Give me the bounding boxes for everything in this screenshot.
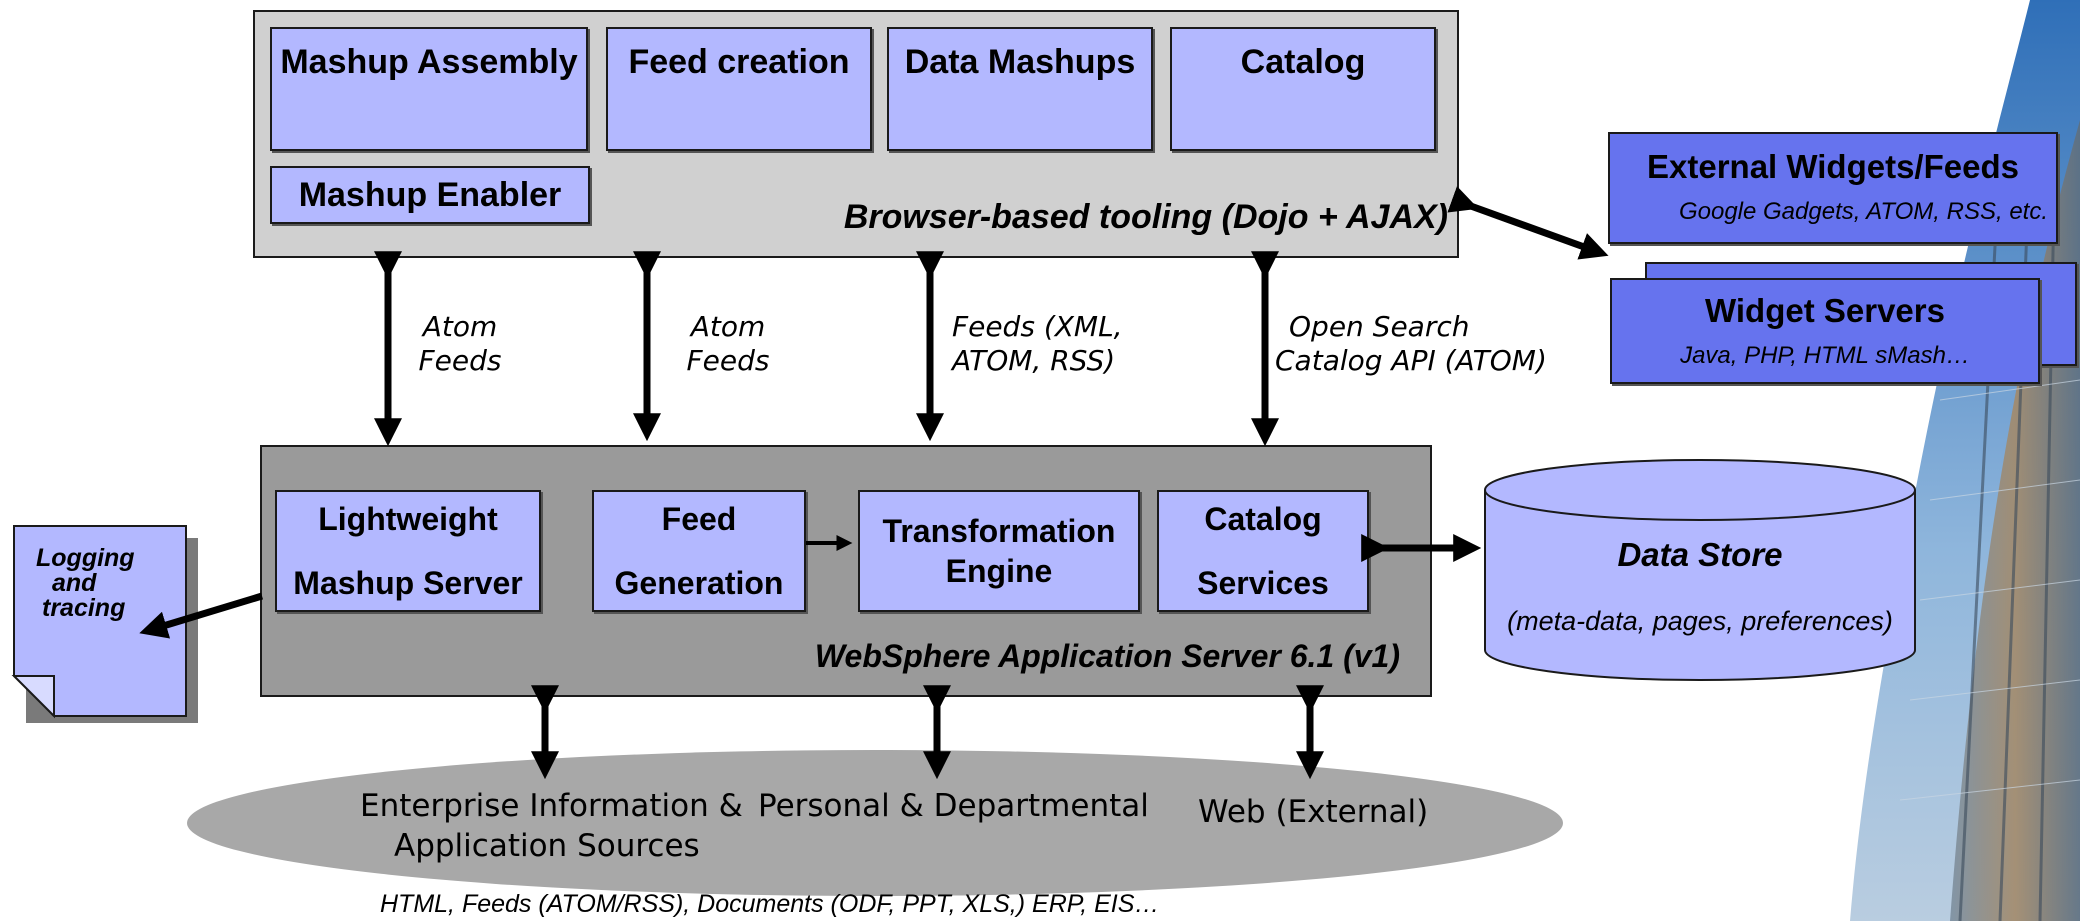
transformation-engine-box: Transformation Engine [858, 490, 1140, 612]
widget-servers-title: Widget Servers [1705, 292, 1945, 329]
connector-1-line-2: Feeds [418, 344, 502, 377]
connector-2-label: Atom Feeds [678, 310, 778, 378]
transformation-line-1: Transformation [882, 513, 1116, 549]
connector-2-line-1: Atom [690, 310, 766, 343]
enterprise-line-2: Application Sources [394, 828, 700, 864]
catalog-services-line-2: Services [1197, 565, 1329, 601]
mashup-enabler-box: Mashup Enabler [270, 166, 590, 224]
external-widgets-title: External Widgets/Feeds [1647, 148, 2019, 185]
logging-line-1: Logging [36, 544, 135, 572]
transformation-line-2: Engine [945, 553, 1053, 589]
connector-3-label: Feeds (XML, ATOM, RSS) [952, 310, 1172, 378]
connector-4-line-2: Catalog API (ATOM) [1275, 344, 1547, 377]
web-external-label: Web (External) [1198, 794, 1429, 830]
external-widgets-box: External Widgets/Feeds Google Gadgets, A… [1608, 132, 2058, 244]
connector-4-line-1: Open Search [1289, 310, 1470, 343]
lightweight-line-2: Mashup Server [293, 565, 523, 601]
personal-departmental-label: Personal & Departmental [758, 788, 1149, 824]
connector-1-line-1: Atom [422, 310, 498, 343]
data-store-subtitle: (meta-data, pages, preferences) [1507, 606, 1893, 636]
logging-label: Logging and tracing [36, 546, 176, 621]
enterprise-sources-label: Enterprise Information & Application Sou… [360, 786, 860, 866]
data-mashups-box: Data Mashups [887, 27, 1153, 151]
feed-creation-box: Feed creation [606, 27, 872, 151]
logging-line-2: and [52, 569, 97, 597]
widget-servers-box: Widget Servers Java, PHP, HTML sMash… [1610, 278, 2040, 384]
connector-2-line-2: Feeds [686, 344, 770, 377]
catalog-services-box: Catalog Services [1157, 490, 1369, 612]
lightweight-mashup-server-box: Lightweight Mashup Server [275, 490, 541, 612]
widget-servers-subtitle: Java, PHP, HTML sMash… [1680, 342, 1970, 369]
data-store-cylinder [1484, 459, 1916, 681]
tooling-caption: Browser-based tooling (Dojo + AJAX) [843, 198, 1448, 236]
enterprise-line-1: Enterprise Information & [360, 788, 743, 824]
feed-generation-line-2: Generation [614, 565, 784, 601]
mashup-assembly-box: Mashup Assembly [270, 27, 588, 151]
external-widgets-subtitle: Google Gadgets, ATOM, RSS, etc. [1678, 198, 2048, 225]
logging-line-3: tracing [42, 594, 126, 622]
feed-generation-line-1: Feed [661, 501, 737, 537]
sources-ellipse [187, 750, 1563, 896]
feed-generation-box: Feed Generation [592, 490, 806, 612]
connector-3-line-2: ATOM, RSS) [952, 344, 1116, 377]
connector-4-label: Open Search Catalog API (ATOM) [1275, 310, 1575, 378]
connector-1-label: Atom Feeds [410, 310, 510, 378]
data-store-title: Data Store [1617, 536, 1783, 573]
connector-3-line-1: Feeds (XML, [952, 310, 1123, 343]
catalog-services-line-1: Catalog [1204, 501, 1322, 537]
server-caption: WebSphere Application Server 6.1 (v1) [814, 638, 1400, 674]
external-widgets-arrow [1447, 186, 1609, 260]
lightweight-line-1: Lightweight [318, 501, 498, 537]
sources-footer: HTML, Feeds (ATOM/RSS), Documents (ODF, … [380, 890, 1160, 918]
catalog-box: Catalog [1170, 27, 1436, 151]
